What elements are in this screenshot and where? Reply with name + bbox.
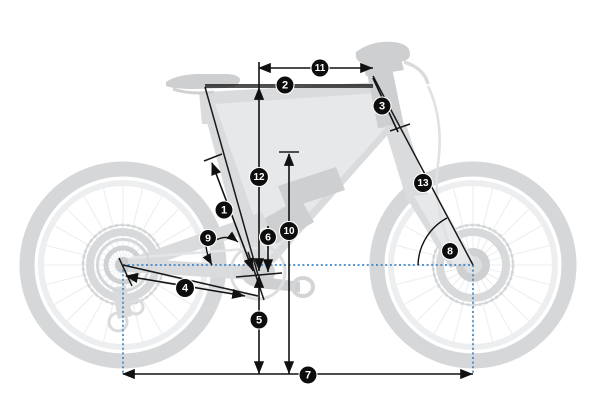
callout-marker-6[interactable]: 6 (258, 227, 278, 247)
head-angle-arc-8 (417, 217, 448, 266)
callout-marker-9[interactable]: 9 (198, 228, 218, 248)
seat-angle-arc-9-lower (202, 245, 213, 266)
callout-marker-12[interactable]: 12 (248, 166, 270, 188)
callout-marker-7[interactable]: 7 (298, 365, 318, 385)
axis-guide-lines (122, 264, 474, 374)
callout-circle-7 (298, 365, 318, 385)
callout-marker-8[interactable]: 8 (440, 241, 460, 261)
ghost-bicycle-artwork (19, 41, 577, 369)
callout-circle-3 (372, 96, 392, 116)
callout-marker-3[interactable]: 3 (372, 96, 392, 116)
callout-marker-5[interactable]: 5 (249, 310, 269, 330)
callout-marker-4[interactable]: 4 (174, 277, 196, 299)
callout-circle-11 (310, 58, 330, 78)
callout-marker-13[interactable]: 13 (412, 172, 434, 194)
head-tube-lower-tick (389, 123, 411, 132)
callout-marker-10[interactable]: 10 (278, 220, 300, 242)
dimension-line-seat-tube-1 (211, 162, 254, 272)
callout-circle-5 (249, 310, 269, 330)
rear-wheel-graphic (19, 161, 227, 369)
callout-circle-2 (275, 75, 295, 95)
callout-circle-10 (278, 220, 300, 242)
seat-tube-lower-tick (203, 153, 223, 162)
callout-circle-9 (198, 228, 218, 248)
callout-circle-8 (440, 241, 460, 261)
callout-circle-4 (174, 277, 196, 299)
callout-circle-13 (412, 172, 434, 194)
callout-circle-1 (214, 200, 234, 220)
callout-marker-2[interactable]: 2 (275, 75, 295, 95)
callout-marker-11[interactable]: 11 (310, 58, 330, 78)
callout-circle-12 (248, 166, 270, 188)
callout-circle-6 (258, 227, 278, 247)
callout-marker-1[interactable]: 1 (214, 200, 234, 220)
